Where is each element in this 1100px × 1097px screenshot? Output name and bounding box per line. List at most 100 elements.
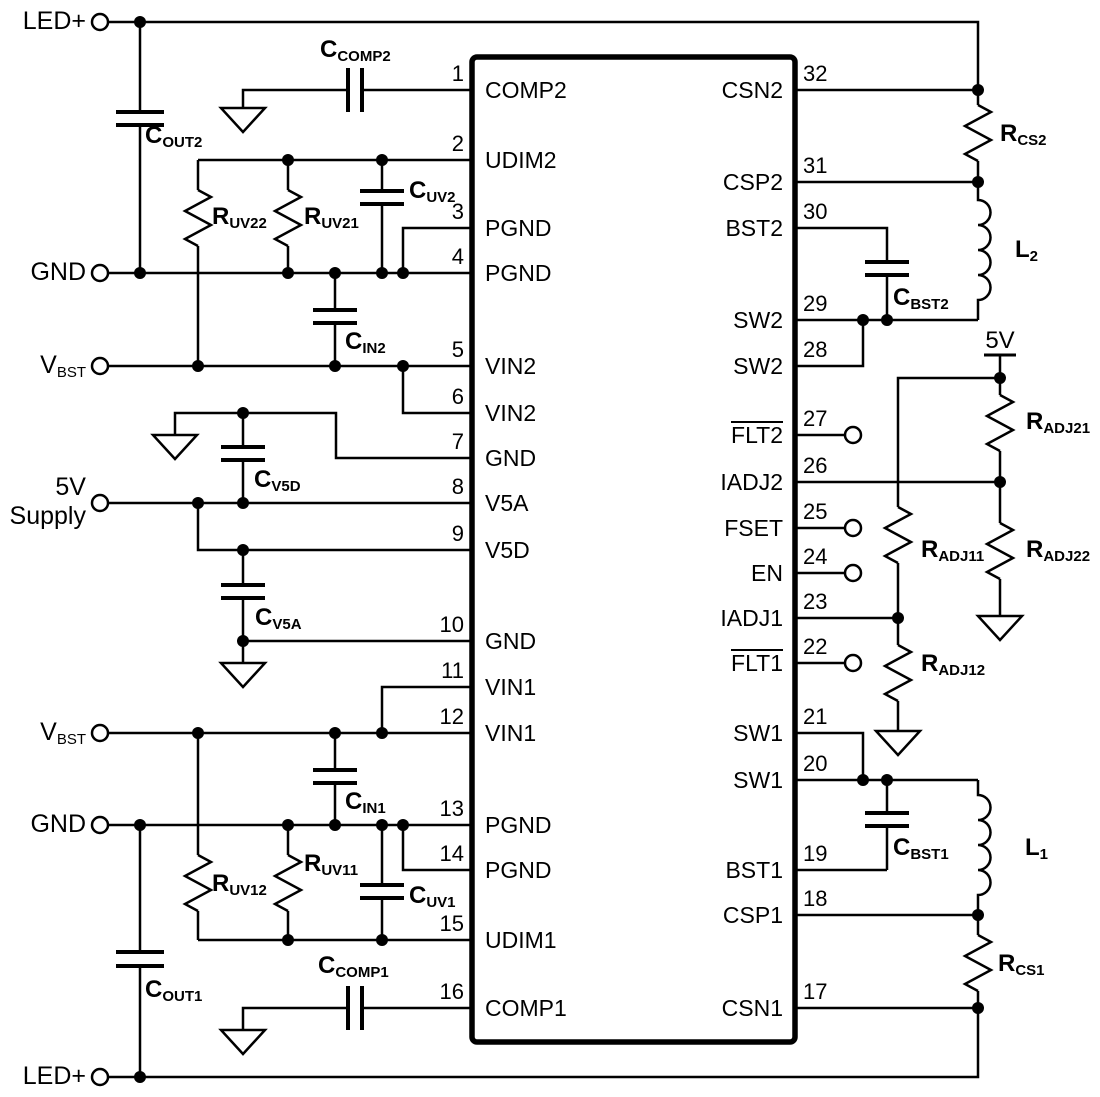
component-label-cv5d: CV5D (254, 466, 301, 495)
pin-label-udim2: UDIM2 (485, 147, 557, 173)
component-label-l2: L2 (1015, 236, 1039, 265)
resistor-rcs2 (962, 103, 994, 163)
terminal-label-5v-supply: 5V Supply (0, 473, 86, 531)
rail-5v-label: 5V (985, 327, 1015, 354)
ground-icon (218, 661, 268, 689)
pin-label-sw2-29: SW2 (733, 307, 783, 333)
pin-number-26: 26 (803, 453, 828, 478)
terminal-gnd-top (90, 263, 110, 283)
pin-number-21: 21 (803, 704, 828, 729)
resistor-radj11 (882, 505, 914, 565)
pin-number-13: 13 (439, 796, 464, 821)
pin-number-2: 2 (451, 131, 464, 156)
component-label-l1: L1 (1025, 834, 1049, 863)
pin30-cbst2-wire (795, 226, 889, 320)
pin-label-iadj1: IADJ1 (720, 605, 783, 631)
component-label-ccomp1: CCOMP1 (318, 952, 389, 981)
pin-label-vin2-5: VIN2 (485, 353, 537, 379)
pin-number-14: 14 (439, 841, 464, 866)
pin-number-4: 4 (451, 244, 464, 269)
pin24-open-circle (843, 563, 863, 583)
capacitor-cuv1 (360, 883, 404, 900)
pin-number-17: 17 (803, 979, 828, 1004)
pin-number-29: 29 (803, 291, 828, 316)
component-label-radj11: RADJ11 (921, 536, 985, 565)
component-label-cout2: COUT2 (145, 122, 203, 151)
resistor-rcs1 (962, 933, 994, 993)
pin-label-csn1: CSN1 (721, 995, 783, 1021)
component-label-radj22: RADJ22 (1026, 536, 1091, 565)
pin14-wire (401, 825, 472, 872)
pin-number-12: 12 (439, 704, 464, 729)
capacitor-cuv2 (360, 189, 404, 206)
pin-label-bst1: BST1 (725, 857, 783, 883)
capacitor-cv5d (221, 445, 265, 462)
pin-number-6: 6 (451, 384, 464, 409)
pin-label-sw2-28: SW2 (733, 353, 783, 379)
supply-line2: Supply (9, 502, 86, 530)
component-label-cout1: COUT1 (145, 976, 203, 1005)
resistor-ruv11 (272, 853, 304, 913)
pin-number-11: 11 (441, 658, 464, 683)
component-label-rcs1: RCS1 (998, 950, 1045, 979)
pin-label-gnd-7: GND (485, 445, 537, 471)
pin9-wire (196, 503, 472, 552)
resistor-ruv22 (182, 188, 214, 248)
capacitor-cv5a (221, 583, 265, 600)
pin-number-31: 31 (803, 153, 828, 178)
pin-label-pgnd-14: PGND (485, 857, 552, 883)
terminal-label-ledplus-bottom: LED+ (22, 1062, 86, 1090)
terminal-label-vbst-top: VBST (40, 351, 86, 381)
pin-number-22: 22 (803, 634, 828, 659)
pin-label-gnd-10: GND (485, 628, 537, 654)
pin-label-fset: FSET (724, 515, 783, 541)
pin-label-bst2: BST2 (725, 215, 783, 241)
pin-label-csp2: CSP2 (722, 169, 783, 195)
terminal-vbst-bottom (90, 723, 110, 743)
pin-label-pgnd-3: PGND (485, 215, 552, 241)
terminal-5v-supply (90, 493, 110, 513)
terminal-label-gnd-top: GND (30, 258, 86, 286)
pin-label-v5a: V5A (485, 490, 529, 516)
component-label-rcs2: RCS2 (1000, 120, 1047, 149)
pin-number-10: 10 (439, 612, 464, 637)
pin-number-19: 19 (803, 841, 828, 866)
terminal-gnd-bottom (90, 815, 110, 835)
component-label-cuv1: CUV1 (409, 882, 456, 911)
pin-number-16: 16 (439, 979, 464, 1004)
pin22-open-circle (843, 653, 863, 673)
resistor-ruv12 (182, 853, 214, 913)
junction-dots (134, 16, 1006, 1083)
terminal-vbst-top (90, 356, 110, 376)
pin21-wire (795, 731, 865, 780)
pin-label-comp2: COMP2 (485, 77, 567, 103)
component-label-cuv2: CUV2 (409, 177, 456, 206)
component-label-radj21: RADJ21 (1026, 408, 1091, 437)
ground-icon (218, 106, 268, 134)
pin-number-9: 9 (451, 521, 464, 546)
net-ledplus-bottom (108, 1006, 980, 1079)
pin-label-en: EN (751, 560, 783, 586)
pin11-wire (380, 685, 472, 733)
component-label-ccomp2: CCOMP2 (320, 36, 391, 65)
pin-number-18: 18 (803, 886, 828, 911)
component-label-cbst2: CBST2 (893, 284, 949, 313)
res-radj11-branch (896, 376, 1000, 618)
pin-number-5: 5 (451, 337, 464, 362)
pin7-gnd-wire (173, 411, 472, 460)
ground-icon (975, 614, 1025, 642)
component-label-ruv11: RUV11 (304, 850, 359, 879)
pin-number-25: 25 (803, 499, 828, 524)
terminal-label-gnd-bottom: GND (30, 810, 86, 838)
open-pin-stubs (795, 433, 845, 665)
pin-number-27: 27 (803, 406, 828, 431)
component-label-ruv12: RUV12 (212, 870, 267, 899)
capacitor-cbst1 (865, 811, 909, 828)
capacitor-cout1 (116, 950, 164, 968)
pin-label-sw1-20: SW1 (733, 767, 783, 793)
pin-number-28: 28 (803, 337, 828, 362)
pin25-open-circle (843, 518, 863, 538)
terminal-ledplus-top (90, 12, 110, 32)
net-ledplus-top (108, 20, 980, 92)
